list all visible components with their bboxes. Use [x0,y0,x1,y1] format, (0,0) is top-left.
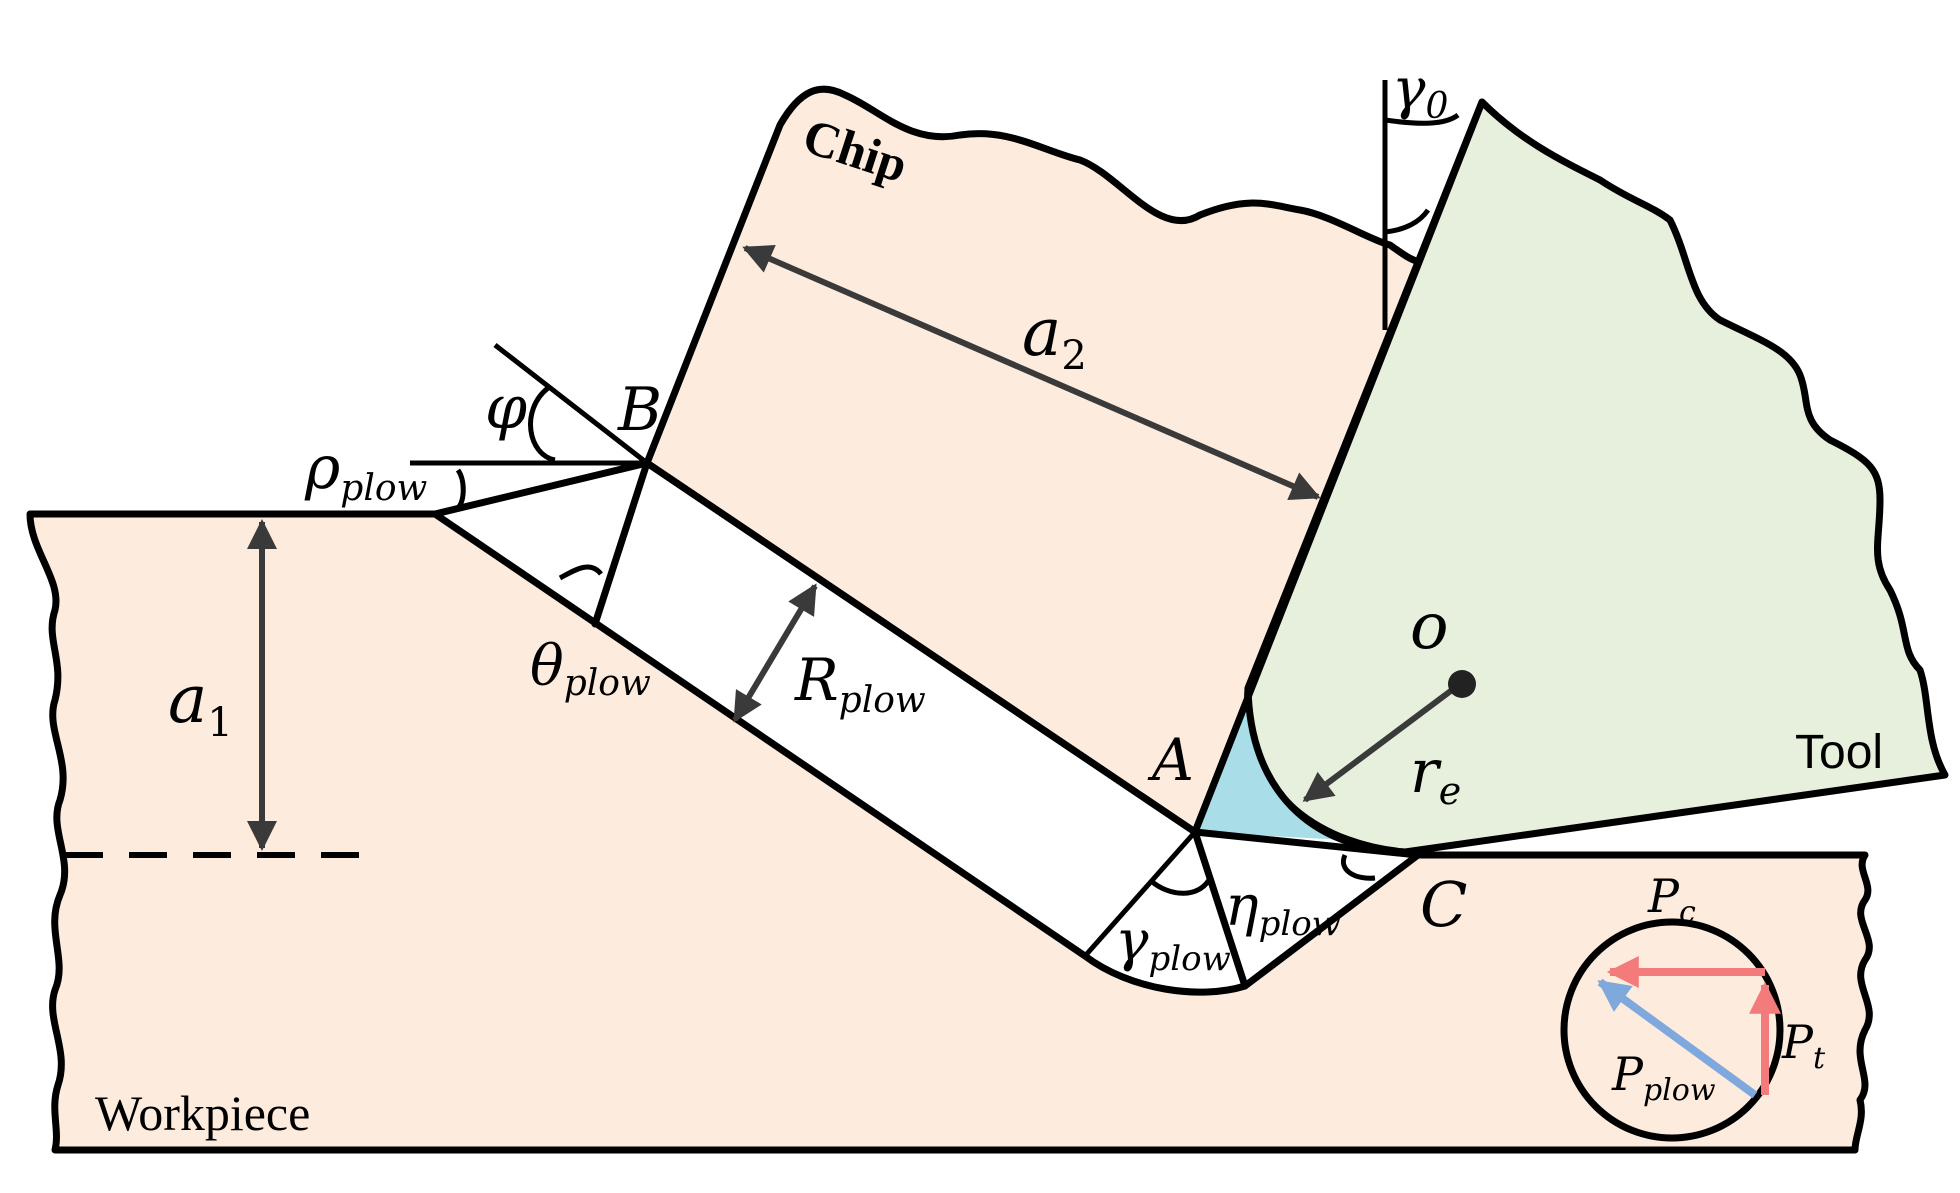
phi-reference-line [493,343,649,465]
gamma-plow-arc [1148,876,1213,896]
point-b-label: B [617,375,662,445]
phi-arc [528,386,556,463]
phi-label: φ [485,373,527,443]
dead-zone-contour [1191,828,1249,990]
line-a-c [1191,828,1422,859]
theta-arc [558,564,603,581]
a1-label: a1 [168,661,233,746]
pc-label: Pc [1647,869,1696,930]
gamma0-arc [1384,112,1460,126]
tool-center-point [1448,670,1476,698]
re-label: re [1410,737,1461,813]
a2-label: a2 [1022,294,1087,379]
cutting-edge-region [1195,688,1345,840]
pplow-label: Pplow [1611,1047,1716,1108]
point-o-label: o [1410,590,1449,664]
r-plow-dimension-arrow [732,583,818,723]
eta-plow-label: ηplow [1225,874,1341,944]
a2-dimension-arrow [742,245,1321,500]
workpiece-body [26,510,1873,1154]
tool-label: Tool [1795,726,1883,779]
rake-face-line [1191,98,1486,836]
re-radius-arrow [1302,681,1462,803]
r-plow-label: Rplow [794,646,926,721]
shear-plane-line [643,459,1199,836]
gamma0-arc-lower [1384,208,1431,235]
line-b-theta [591,459,651,628]
gamma-plow-line [1083,830,1197,958]
workpiece-label: Workpiece [95,1085,310,1141]
gamma-plow-label: γplow [1115,909,1231,979]
eta-plow-arc [1340,853,1376,881]
gamma0-label: γ0 [1392,57,1448,127]
force-circle [1560,918,1784,1142]
point-c-label: C [1420,868,1467,941]
angle-arcs [455,112,1460,896]
dimension-arrows [247,245,1462,851]
point-a-label: A [1147,726,1194,794]
rho-plow-label: ρplow [304,433,428,509]
tool-body [1244,98,1949,856]
pt-label: Pt [1781,1015,1826,1076]
force-pplow-arrow [1597,978,1758,1099]
rho-arc [455,468,466,510]
geometry-lines [431,98,1486,990]
theta-plow-label: θplow [530,634,651,704]
force-diagram [1560,918,1784,1142]
line-rho-surface [431,459,651,518]
